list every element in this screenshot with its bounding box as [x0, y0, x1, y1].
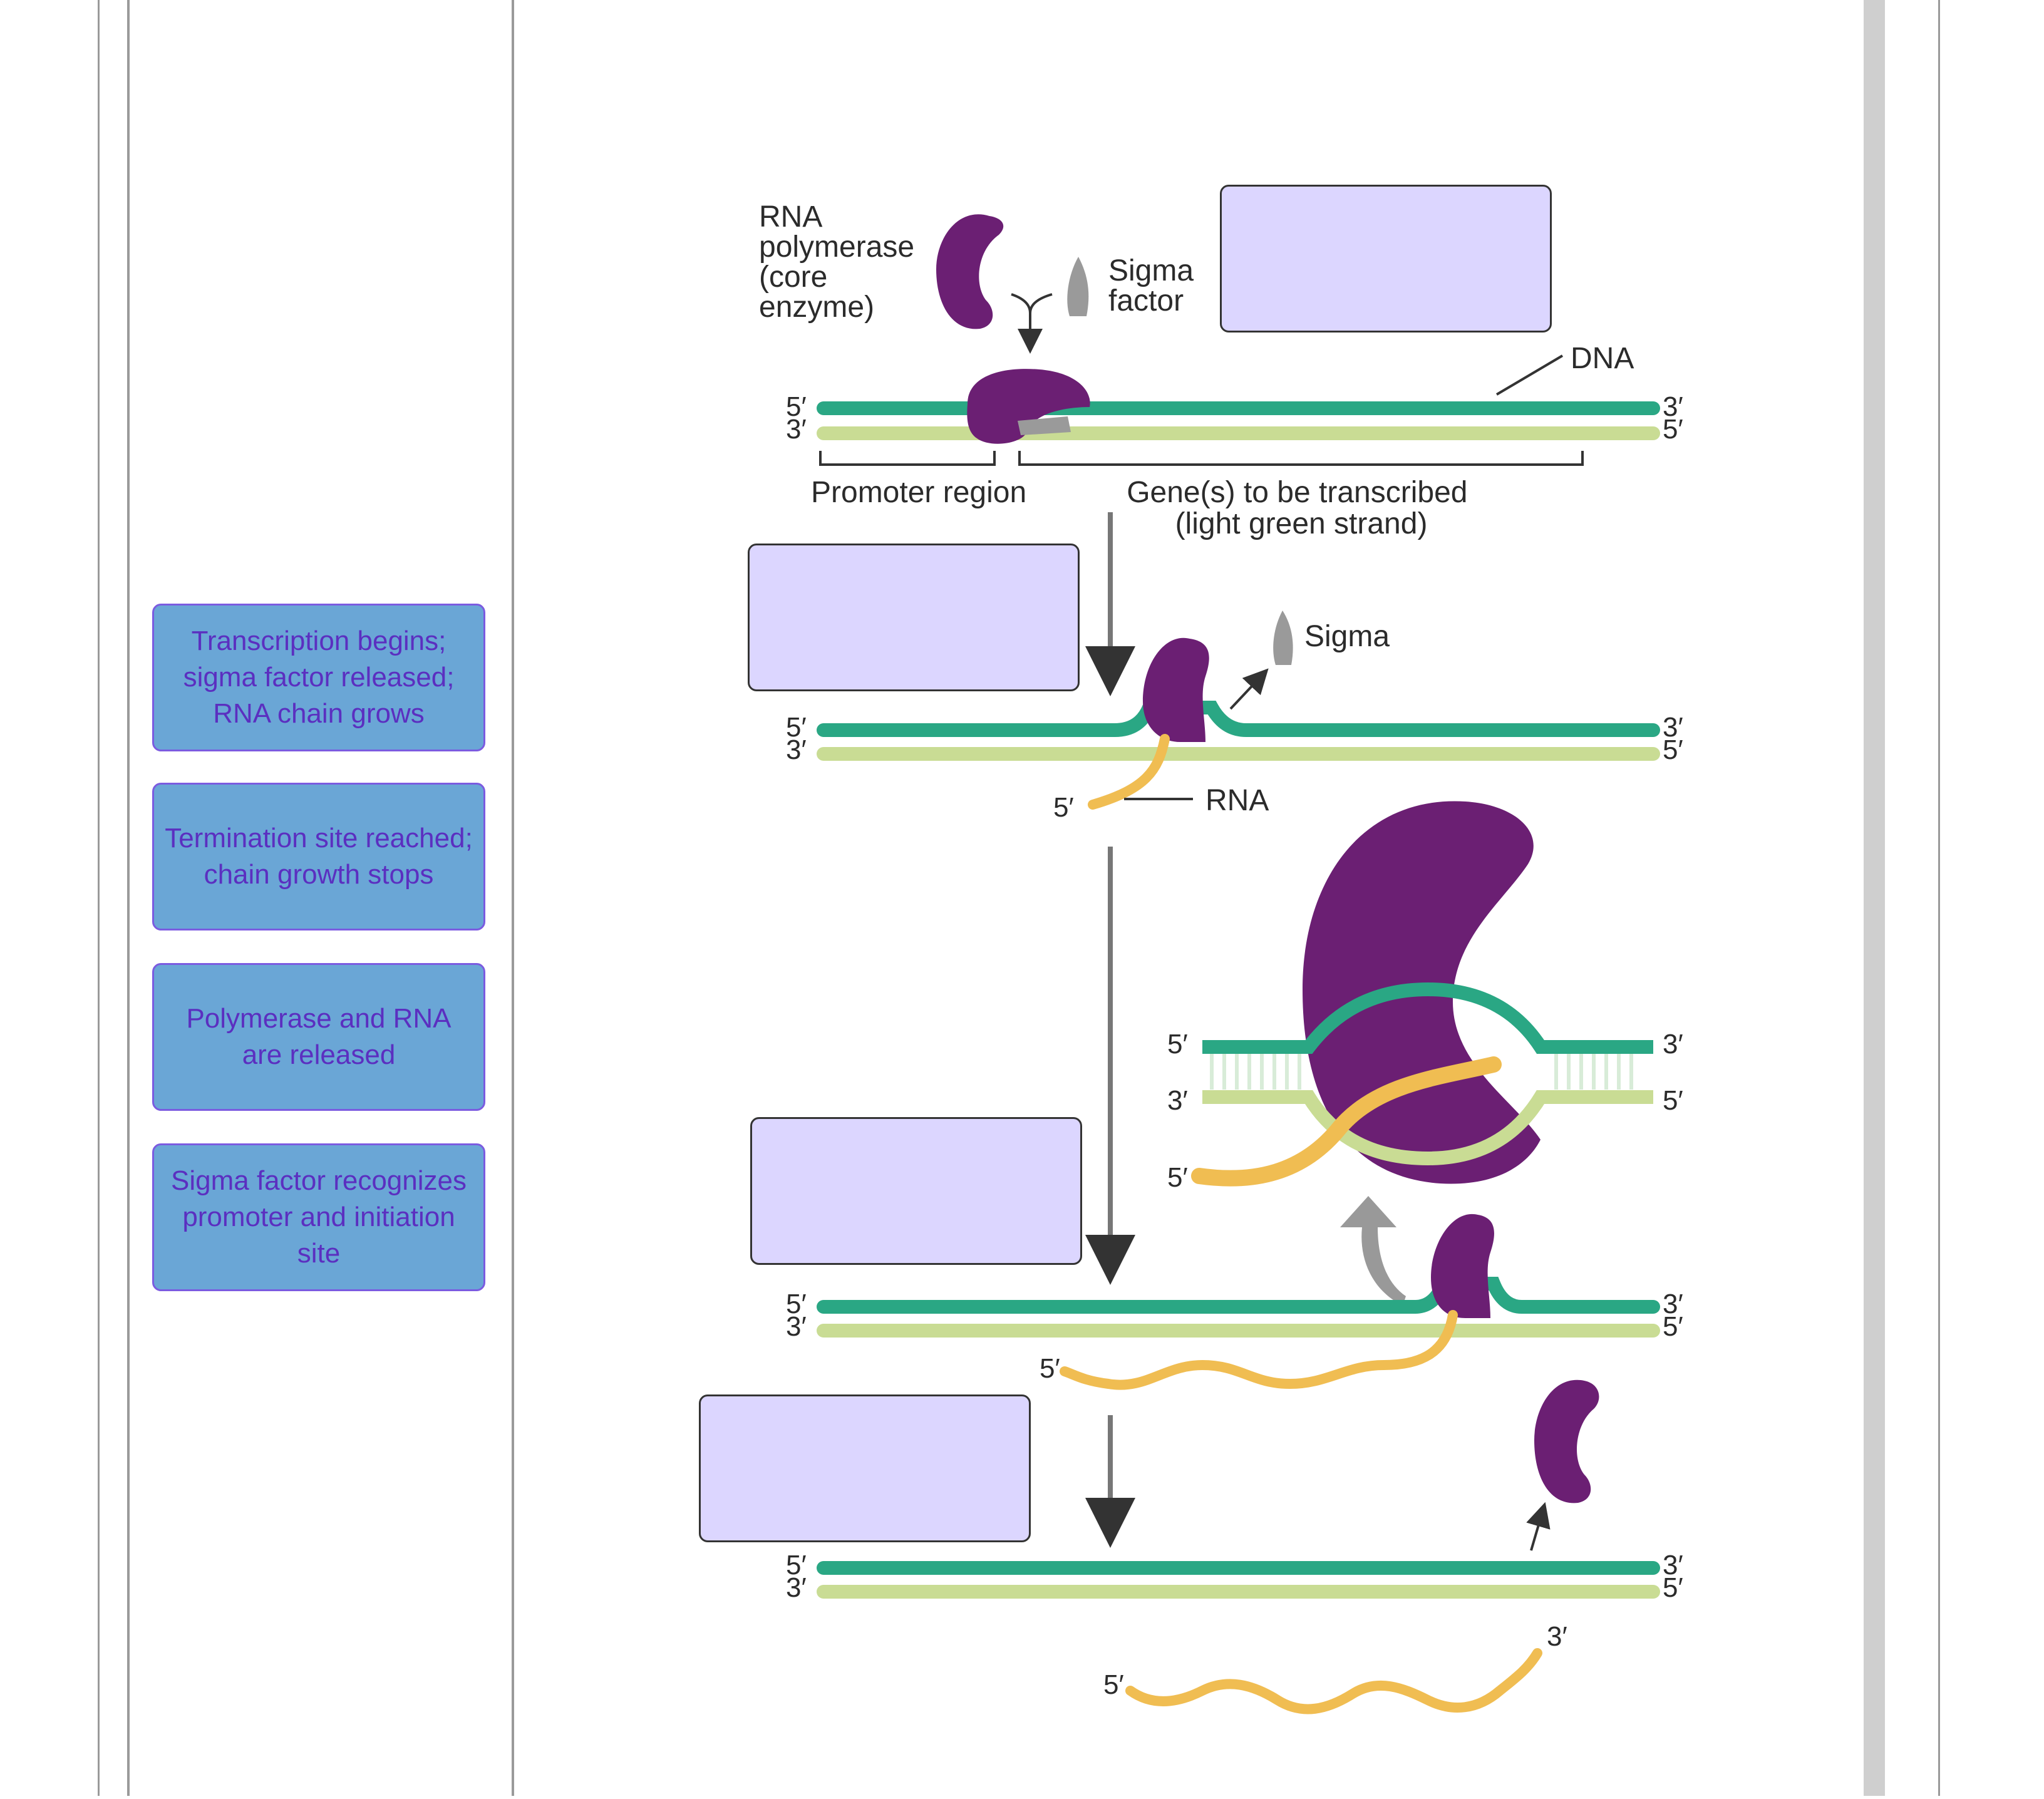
sigma-label: Sigma — [1304, 620, 1390, 653]
rna-label: RNA — [1205, 784, 1269, 817]
page-border-left-outer — [98, 0, 100, 1796]
release-arrow — [1526, 1502, 1551, 1551]
closeup-dark-strand — [1202, 982, 1653, 1054]
sigma-release-arrow — [1229, 668, 1269, 710]
closeup-end-5-bottom-right: 5′ — [1663, 1085, 1683, 1116]
bound-sigma-icon — [1018, 416, 1071, 435]
draggable-label-transcription-begins[interactable]: Transcription begins; sigma factor relea… — [152, 604, 485, 751]
closeup-rna-end-5: 5′ — [1167, 1162, 1188, 1193]
closeup-end-3-top-right: 3′ — [1663, 1029, 1683, 1059]
drop-zone-3[interactable] — [750, 1117, 1082, 1265]
strand-end-3-left: 3′ — [786, 414, 807, 445]
strand-end-5-right: 5′ — [1663, 1572, 1683, 1603]
released-rna-end-5: 5′ — [1103, 1669, 1124, 1700]
sigma-factor-icon — [1067, 257, 1089, 316]
polymerase-icon — [1431, 1214, 1494, 1318]
drop-zone-4[interactable] — [699, 1394, 1031, 1542]
rna-polymerase-label: RNA polymerase (core enzyme) — [759, 200, 922, 324]
page-border-right — [1938, 0, 1940, 1796]
dna-pointer — [1495, 354, 1564, 396]
stage-2-initiation: 5′ 3′ 3′ 5′ 5′ RNA Sigma — [786, 611, 1683, 823]
sigma-factor-label: Sigma factor — [1108, 254, 1202, 317]
gene-bracket — [1018, 451, 1584, 466]
polymerase-icon — [1143, 637, 1209, 742]
rna-end-5: 5′ — [1040, 1353, 1060, 1384]
stage-3-elongation-closeup: 5′ 3′ 3′ 5′ 5′ — [1167, 801, 1683, 1193]
drop-zone-2[interactable] — [748, 544, 1080, 691]
zoom-arrow-icon — [1340, 1196, 1406, 1306]
sigma-icon — [1273, 611, 1293, 665]
stage-5-release: 5′ 3′ 3′ 5′ 5′ 3′ — [786, 1379, 1683, 1714]
rna-strand — [1060, 1310, 1458, 1390]
draggable-label-polymerase-rna-released[interactable]: Polymerase and RNA are released — [152, 963, 485, 1111]
base-pair-rungs — [1210, 1052, 1633, 1090]
strand-end-5-left: 5′ — [786, 712, 807, 743]
dna-label: DNA — [1571, 342, 1634, 375]
strand-end-5-left: 5′ — [786, 1550, 807, 1580]
stage-1-binding: RNA polymerase (core enzyme) Sigma facto… — [759, 200, 1683, 540]
draggable-label-sigma-factor-recognizes[interactable]: Sigma factor recognizes promoter and ini… — [152, 1143, 485, 1291]
released-rna-strand — [1125, 1648, 1542, 1714]
strand-end-3-left: 3′ — [786, 1572, 807, 1603]
strand-end-3-left: 3′ — [786, 735, 807, 765]
rna-end-5: 5′ — [1053, 792, 1074, 823]
rna-strand — [1088, 734, 1170, 810]
promoter-bracket — [819, 451, 996, 466]
released-polymerase-icon — [1534, 1379, 1599, 1503]
draggable-label-termination-site-reached[interactable]: Termination site reached; chain growth s… — [152, 783, 485, 930]
rna-polymerase-icon — [936, 214, 1004, 329]
drop-zone-1[interactable] — [1220, 185, 1552, 332]
strand-end-5-left: 5′ — [786, 1289, 807, 1319]
strand-end-3-right: 3′ — [1663, 391, 1683, 422]
closeup-end-3-bottom: 3′ — [1167, 1085, 1188, 1116]
strand-end-5-right: 5′ — [1663, 735, 1683, 765]
closeup-rna-strand — [1191, 1056, 1502, 1187]
strand-end-3-right: 3′ — [1663, 1289, 1683, 1319]
strand-end-5-right: 5′ — [1663, 1311, 1683, 1342]
gene-label: Gene(s) to be transcribed (light green s… — [1127, 476, 1476, 540]
closeup-light-strand — [1202, 1090, 1653, 1166]
strand-end-3-left: 3′ — [786, 1311, 807, 1342]
strand-end-3-right: 3′ — [1663, 1550, 1683, 1580]
released-rna-end-3: 3′ — [1547, 1621, 1567, 1652]
promoter-region-label: Promoter region — [811, 476, 1026, 509]
scrollbar-track[interactable] — [1864, 0, 1885, 1796]
binding-arrow-icon — [1011, 293, 1053, 341]
strand-end-5-left: 5′ — [786, 391, 807, 422]
stage-4-termination: 5′ 3′ 3′ 5′ 5′ — [786, 1214, 1683, 1390]
bound-polymerase-icon — [967, 369, 1090, 444]
strand-end-5-right: 5′ — [1663, 414, 1683, 445]
dna-dark-strand — [817, 1277, 1660, 1314]
page-border-left-inner — [127, 0, 130, 1796]
closeup-end-5-top: 5′ — [1167, 1029, 1188, 1059]
dna-dark-strand — [817, 701, 1660, 737]
strand-end-3-right: 3′ — [1663, 712, 1683, 743]
panel-divider — [512, 0, 514, 1796]
